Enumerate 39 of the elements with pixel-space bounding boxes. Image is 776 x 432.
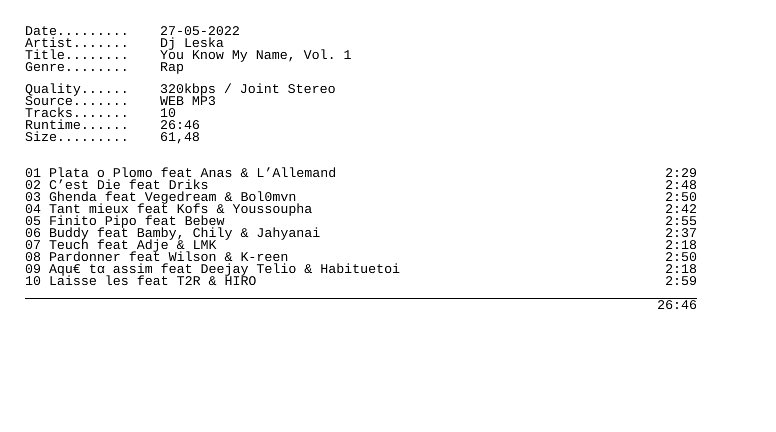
track-title: 08 Pardonner feat Wilson & K-reen	[25, 252, 288, 264]
field-label: Genre........	[25, 62, 129, 74]
field-label: Date.........	[25, 26, 129, 38]
field-label: Title........	[25, 50, 129, 62]
track-duration: 2:18	[665, 240, 697, 252]
track-title: 06 Buddy feat Bamby, Chily & Jahyanai	[25, 228, 320, 240]
field-value: 26:46	[160, 120, 200, 132]
field-label: Quality......	[25, 84, 129, 96]
field-value: WEB MP3	[160, 96, 216, 108]
total-duration: 26:46	[657, 300, 697, 312]
track-title: 10 Laisse les feat T2R & HIRO	[25, 276, 256, 288]
track-title: 05 Finito Pipo feat Bebew	[25, 216, 224, 228]
field-value: Dj Leska	[160, 38, 224, 50]
track-duration: 2:18	[665, 264, 697, 276]
field-label: Size.........	[25, 132, 129, 144]
track-title: 01 Plata o Plomo feat Anas & L’Allemand	[25, 168, 336, 180]
track-duration: 2:50	[665, 252, 697, 264]
field-label: Tracks.......	[25, 108, 129, 120]
track-duration: 2:50	[665, 192, 697, 204]
track-duration: 2:42	[665, 204, 697, 216]
field-label: Artist.......	[25, 38, 129, 50]
track-title: 03 Ghenda feat Vegedream & Bol0mvn	[25, 192, 296, 204]
field-value: You Know My Name, Vol. 1	[160, 50, 352, 62]
track-duration: 2:37	[665, 228, 697, 240]
field-label: Runtime......	[25, 120, 129, 132]
track-duration: 2:48	[665, 180, 697, 192]
track-title: 04 Tant mieux feat Kofs & Youssoupha	[25, 204, 312, 216]
track-duration: 2:59	[665, 276, 697, 288]
field-value: Rap	[160, 62, 184, 74]
track-title: 02 C’est Die feat Driks	[25, 180, 209, 192]
field-label: Source.......	[25, 96, 129, 108]
track-duration: 2:55	[665, 216, 697, 228]
track-duration: 2:29	[665, 168, 697, 180]
field-value: 10	[160, 108, 176, 120]
field-value: 61,48	[160, 132, 200, 144]
track-title: 09 Aqu€ tα assim feat Deejay Telio & Habituetoi	[25, 264, 400, 276]
field-value: 27-05-2022	[160, 26, 240, 38]
track-title: 07 Teuch feat Adje & LMK	[25, 240, 217, 252]
field-value: 320kbps / Joint Stereo	[160, 84, 336, 96]
